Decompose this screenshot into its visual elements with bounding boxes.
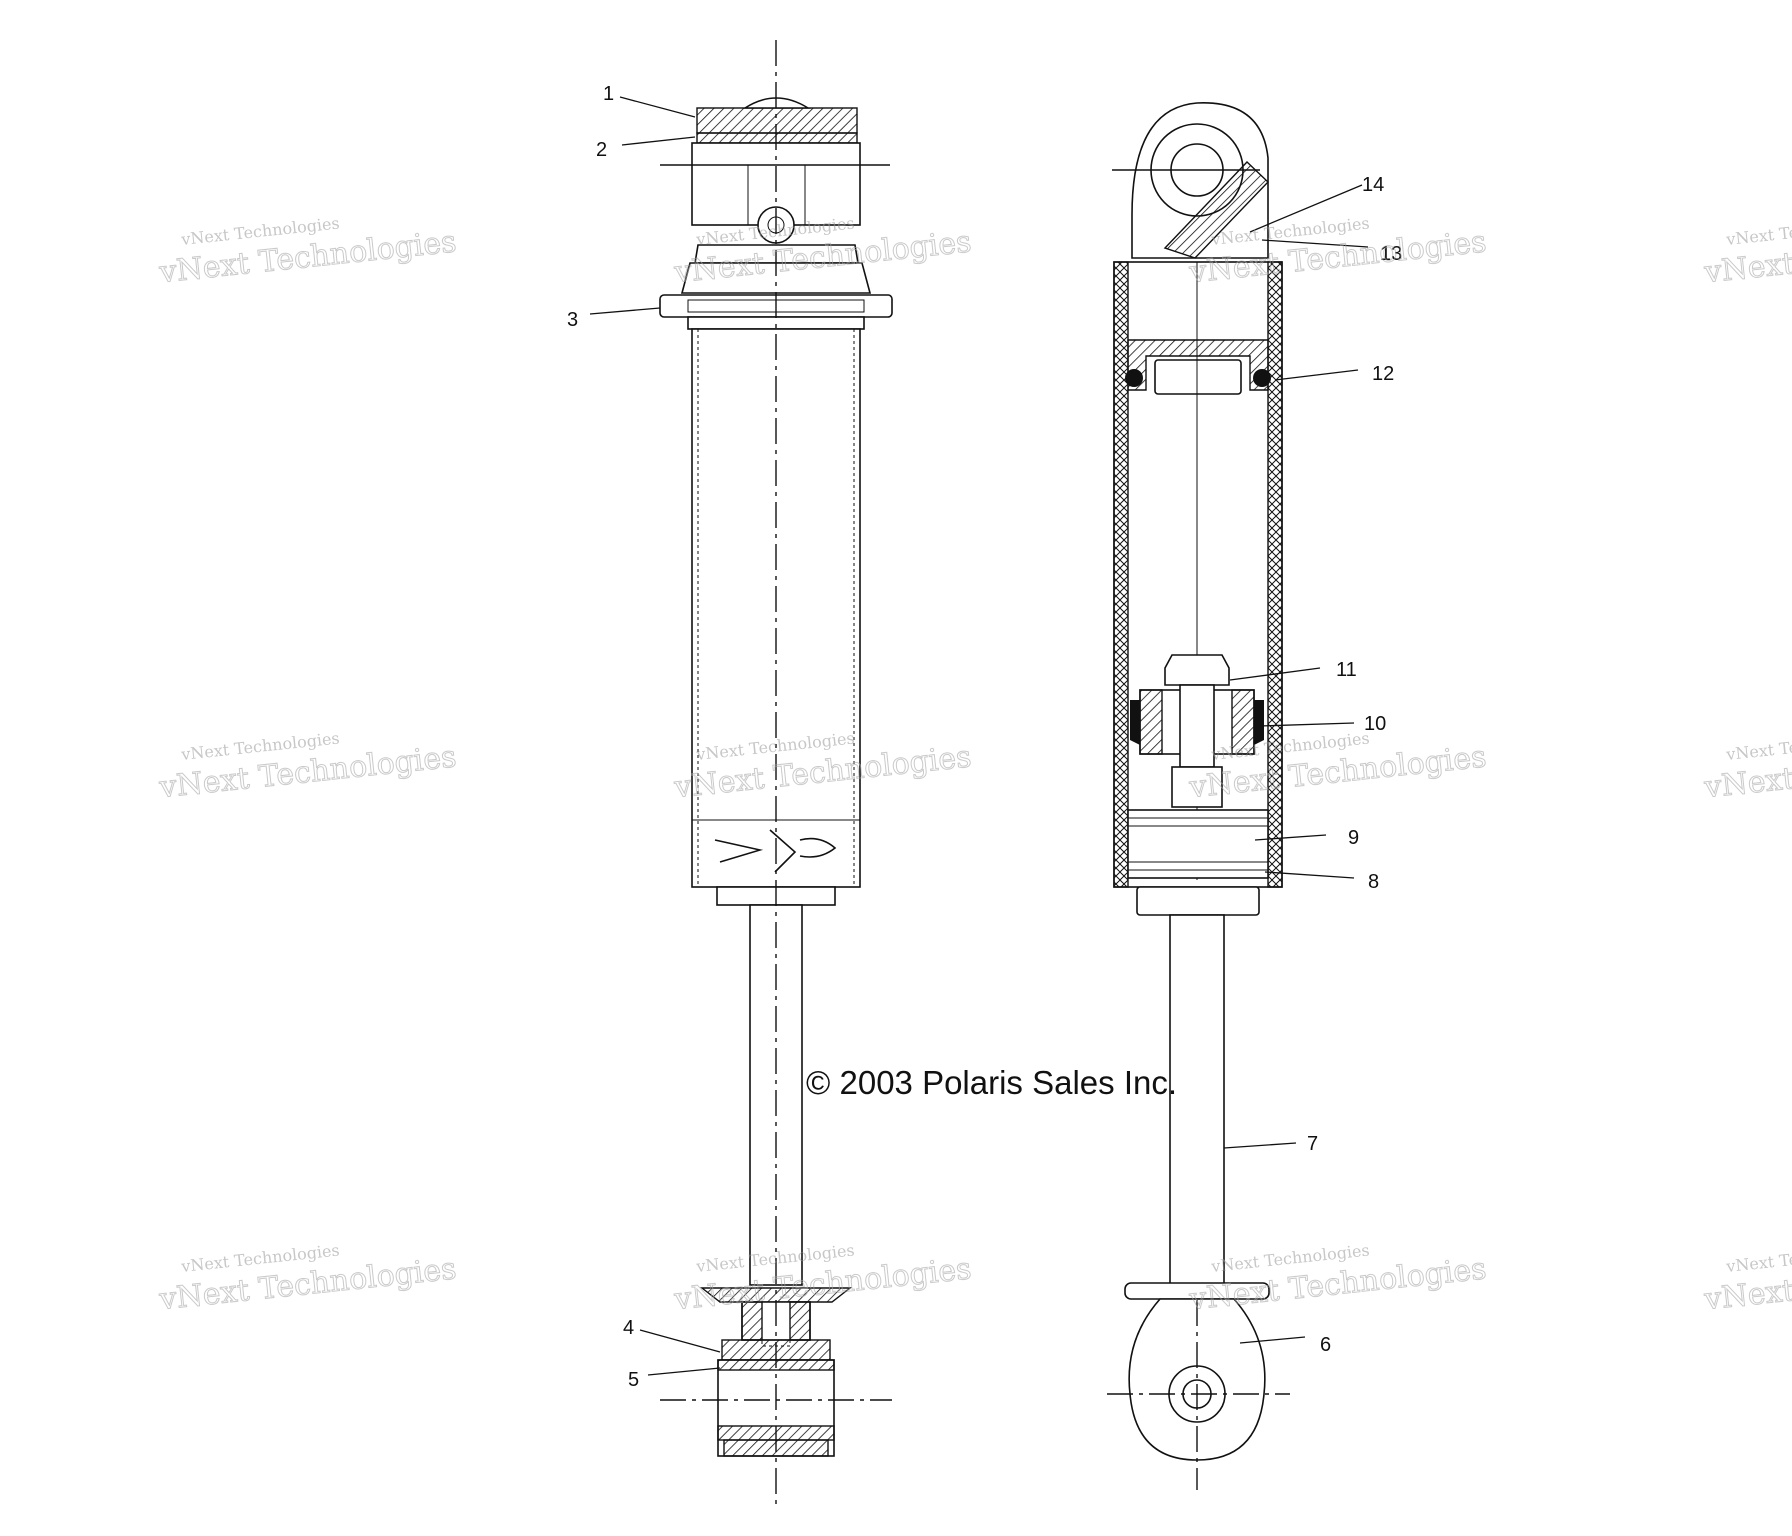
callout-2: 2 — [596, 139, 607, 161]
top-cap-1 — [696, 107, 858, 134]
callout-12: 12 — [1372, 363, 1394, 385]
left-shock-exterior — [659, 40, 893, 1505]
collar — [680, 262, 872, 294]
callout-numbers: 1 2 3 4 5 6 7 8 9 10 11 12 13 14 — [567, 83, 1402, 1391]
right-shock-cutaway — [1107, 102, 1290, 1490]
piston-oring-left — [1125, 369, 1143, 387]
piston-rod-end — [1179, 684, 1215, 768]
callout-8: 8 — [1368, 871, 1379, 893]
cut-body-end — [1136, 886, 1260, 916]
callout-14: 14 — [1362, 174, 1384, 196]
rydex-logo — [714, 829, 837, 873]
floating-piston — [1127, 339, 1269, 391]
callout-11: 11 — [1336, 659, 1357, 681]
top-cap-2 — [696, 132, 858, 144]
callout-3: 3 — [567, 309, 578, 331]
rod-collar — [1171, 766, 1223, 808]
callout-9: 9 — [1348, 827, 1359, 849]
watermark-small: vNext Technologies — [1724, 1240, 1792, 1276]
leader-lines — [589, 96, 1369, 1376]
callout-10: 10 — [1364, 713, 1386, 735]
watermark-small: vNext Technologies — [1724, 213, 1792, 249]
watermarks: vNext Technologies vNext Technologies vN… — [156, 213, 1792, 1318]
callout-5: 5 — [628, 1369, 639, 1391]
seal-head — [1127, 809, 1269, 879]
callout-6: 6 — [1320, 1334, 1331, 1356]
callout-7: 7 — [1307, 1133, 1318, 1155]
callout-13: 13 — [1380, 243, 1402, 265]
cut-shaft — [1169, 914, 1225, 1286]
piston-oring-right — [1253, 369, 1271, 387]
callout-1: 1 — [603, 83, 614, 105]
lower-flange — [699, 1287, 853, 1303]
valve-body — [1163, 161, 1269, 259]
callout-4: 4 — [623, 1317, 634, 1339]
copyright-notice: © 2003 Polaris Sales Inc. — [806, 1064, 1177, 1101]
watermark-small: vNext Technologies — [1724, 728, 1792, 764]
piston-nut — [1164, 654, 1230, 686]
